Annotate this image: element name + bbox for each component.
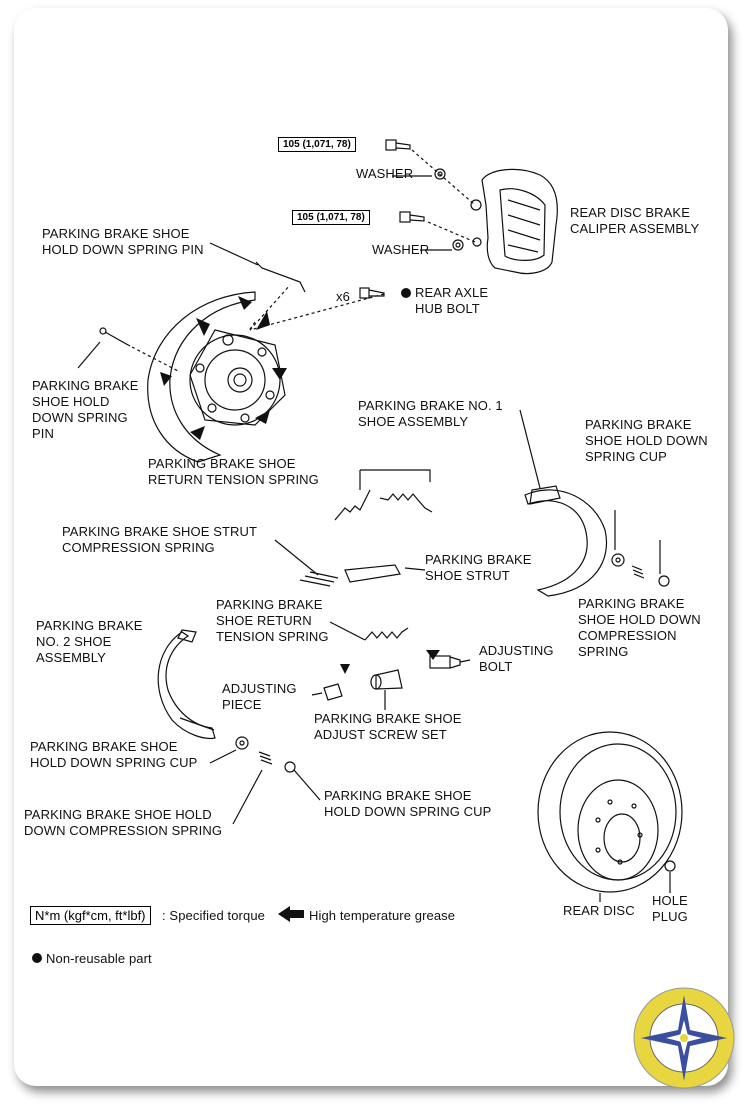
- nonreusable-dot-legend: [32, 953, 42, 963]
- lower-cup-parts: [209, 736, 321, 825]
- legend-torque-text: : Specified torque: [162, 908, 265, 923]
- torque-box-top: 105 (1,071, 78): [278, 137, 356, 152]
- caliper-bolts: [385, 139, 476, 251]
- legend-grease-text: High temperature grease: [309, 908, 456, 923]
- rear-disc: [537, 731, 683, 902]
- hub-bolt: [249, 287, 385, 331]
- no1-shoe-assembly: [519, 409, 608, 597]
- adjusting-piece: [311, 683, 343, 701]
- return-tension-mid: [329, 621, 409, 641]
- backing-plate: [147, 284, 291, 463]
- logo: [633, 987, 735, 1089]
- legend-nonreusable-text: Non-reusable part: [46, 951, 152, 966]
- torque-box-mid: 105 (1,071, 78): [292, 210, 370, 225]
- label-hub-bolt-count: x6: [336, 289, 350, 304]
- label-washer-2: WASHER: [372, 242, 430, 257]
- adjusting-bolt: [429, 655, 471, 669]
- return-tension-springs: [334, 469, 433, 521]
- cup-right-parts: [611, 510, 670, 587]
- strut-parts: [274, 539, 426, 587]
- caliper-assembly: [470, 168, 558, 275]
- legend-torque-unit: N*m (kgf*cm, ft*lbf): [30, 906, 151, 925]
- nonreusable-dot-hubbolt: [401, 288, 411, 298]
- no2-shoe-assembly: [157, 629, 216, 740]
- hold-down-pin-left: [77, 327, 181, 373]
- grease-arrows: [160, 296, 440, 674]
- hold-down-pin-top: [209, 242, 306, 293]
- grease-legend-arrow: [278, 906, 304, 922]
- label-rear-disc: REAR DISC: [563, 903, 635, 918]
- label-washer-1: WASHER: [356, 166, 414, 181]
- adjust-screw-set: [370, 669, 403, 710]
